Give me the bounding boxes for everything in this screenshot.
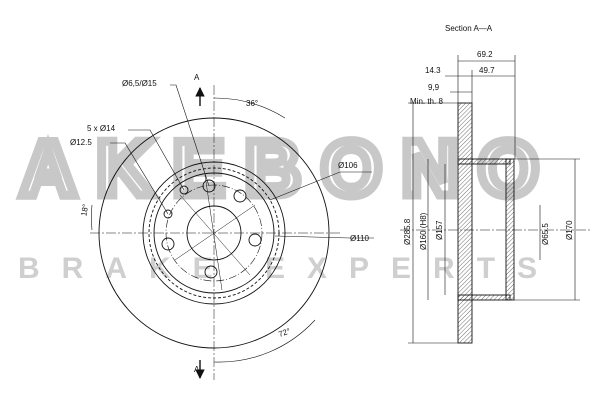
label-center-bore: Ø65.5 xyxy=(541,223,550,245)
label-disc-thickness: 14.3 xyxy=(425,66,441,75)
angle-arc-18 xyxy=(91,204,93,231)
label-hole-spacing-angle: 72° xyxy=(277,326,291,339)
bolt-hole xyxy=(233,189,247,203)
center-line-diag-3 xyxy=(204,174,223,291)
bolt-hole xyxy=(161,237,175,251)
label-hat-depth: 49.7 xyxy=(479,66,495,75)
section-marker-bottom: A xyxy=(194,365,200,374)
label-hub-diameter: Ø170 xyxy=(565,220,574,240)
label-nominal-thickness: 9,9 xyxy=(428,83,440,92)
pilot-holes xyxy=(163,185,189,219)
watermark-brand: AKEBONO xyxy=(20,124,559,212)
label-bolt-holes: 5 x Ø14 xyxy=(87,124,116,133)
section-view-labels: Section A—A 69.2 14.3 49.7 9,9 Min. th. … xyxy=(403,24,574,250)
leader-110 xyxy=(274,235,374,239)
section-view xyxy=(400,55,590,344)
label-min-thickness: Min. th. 8 xyxy=(410,97,443,106)
angle-arc-72 xyxy=(213,319,316,363)
leader-pilot xyxy=(110,142,169,215)
label-circle-106: Ø106 xyxy=(338,161,358,170)
leader-bolt-holes xyxy=(128,129,185,191)
section-disc-plate xyxy=(457,102,473,344)
bolt-hole xyxy=(202,179,216,193)
section-hat-bottom-wall xyxy=(457,294,511,301)
label-outer-diameter: Ø285.8 xyxy=(403,218,412,245)
pilot-hole xyxy=(163,209,173,219)
pilot-hole xyxy=(179,185,189,195)
section-hat-face xyxy=(505,158,515,301)
section-hat-top-wall xyxy=(457,158,511,165)
watermark-tagline: BRAKE EXPERTS xyxy=(18,252,559,285)
center-line-diag-2 xyxy=(174,204,256,261)
front-view xyxy=(90,84,374,380)
angle-arc-36 xyxy=(213,97,286,119)
leader-106 xyxy=(269,171,372,201)
center-line-diag-1 xyxy=(179,194,251,276)
label-hat-inner: Ø157 xyxy=(435,220,444,240)
front-view-labels: A A Ø6,5/Ø15 5 x Ø14 Ø12.5 36° 18° Ø106 … xyxy=(70,73,370,374)
label-bolt-pitch-angle: 36° xyxy=(246,99,258,108)
watermark: AKEBONO BRAKE EXPERTS xyxy=(16,120,559,286)
label-pilot: Ø12.5 xyxy=(70,138,92,147)
section-arrow-top xyxy=(195,86,205,97)
label-offset-angle: 18° xyxy=(79,203,90,216)
bolt-hole xyxy=(204,265,218,279)
bolt-holes xyxy=(161,179,262,279)
section-title: Section A—A xyxy=(445,24,493,33)
section-arrow-bottom xyxy=(195,369,205,380)
label-circle-110: Ø110 xyxy=(350,234,370,243)
leader-center-hole xyxy=(170,84,210,187)
label-hat-outer: Ø160 (H8) xyxy=(419,212,428,250)
label-overall-height: 69.2 xyxy=(477,50,493,59)
section-marker-top: A xyxy=(194,73,200,82)
label-center-hole: Ø6,5/Ø15 xyxy=(122,79,157,88)
bolt-hole xyxy=(248,233,262,247)
